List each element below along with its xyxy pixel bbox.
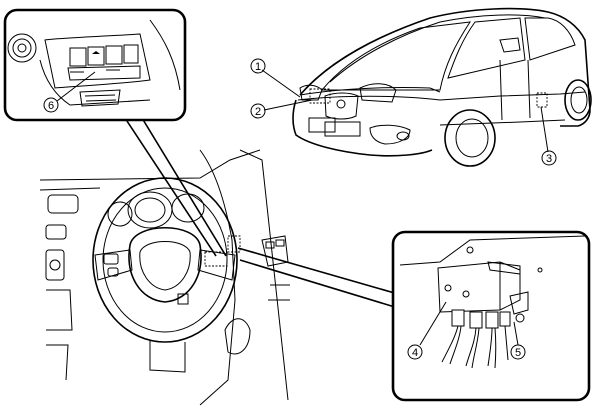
callout-2-label: 2	[255, 106, 261, 118]
callout-3: 3	[541, 150, 557, 166]
callout-3-label: 3	[546, 153, 552, 165]
callout-2: 2	[250, 103, 266, 119]
callout-4-label: 4	[412, 347, 418, 359]
callout-5-label: 5	[515, 347, 521, 359]
dashboard-illustration	[39, 149, 290, 406]
inset-connectors	[124, 117, 399, 309]
callout-6: 6	[43, 97, 59, 113]
callout-6-label: 6	[48, 100, 54, 112]
inset-switch-panel	[3, 8, 187, 122]
callout-1-label: 1	[255, 61, 261, 73]
car-illustration	[261, 7, 592, 167]
callout-5: 5	[510, 344, 526, 360]
callout-4: 4	[407, 344, 423, 360]
callout-1: 1	[250, 58, 266, 74]
inset-control-module	[391, 230, 591, 402]
